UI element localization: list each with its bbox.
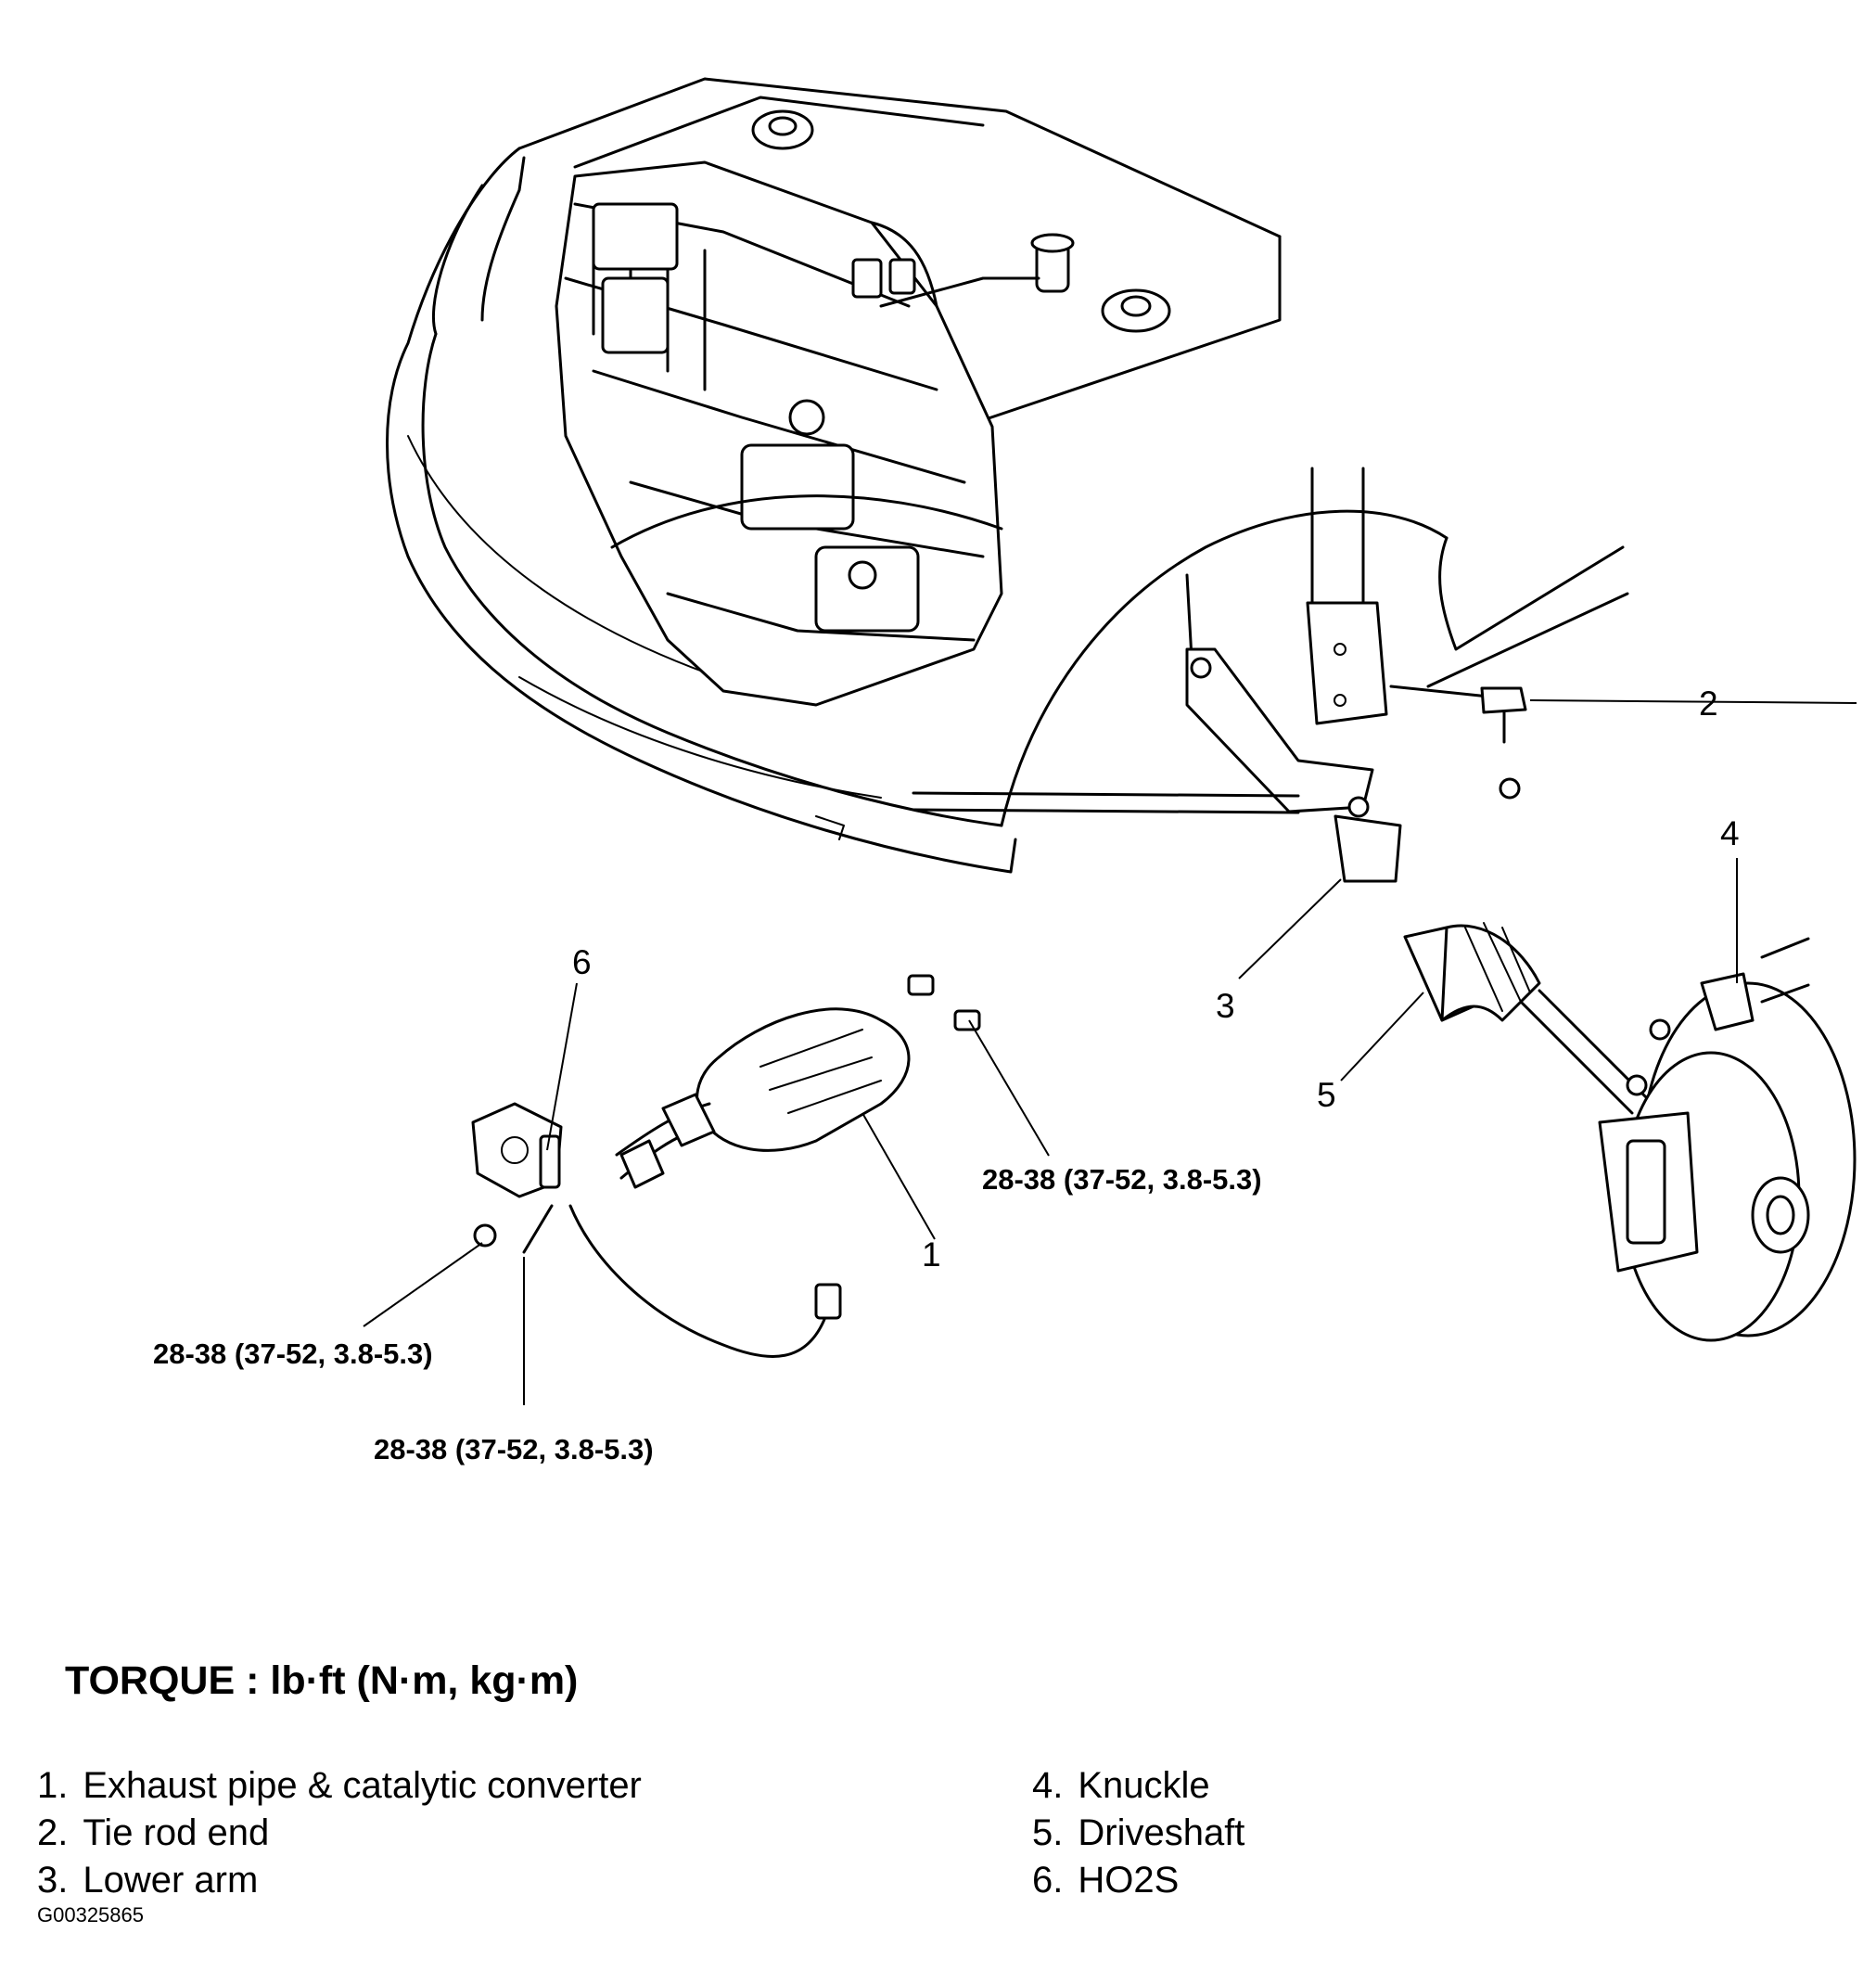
torque-units-heading: TORQUE : lb·ft (N·m, kg·m)	[65, 1658, 579, 1703]
legend-item: 6. HO2S	[1032, 1857, 1244, 1904]
torque-spec-converter-nuts: 28-38 (37-52, 3.8-5.3)	[982, 1163, 1262, 1196]
engine-illustration	[555, 160, 1040, 707]
leader-lines	[363, 699, 1857, 1405]
suspension-illustration	[912, 467, 1527, 883]
legend-label: Lower arm	[83, 1860, 259, 1901]
legend-item: 5. Driveshaft	[1032, 1810, 1244, 1857]
legend-item: 1. Exhaust pipe & catalytic converter	[37, 1762, 642, 1810]
legend-number: 4.	[1032, 1765, 1064, 1806]
legend-number: 1.	[37, 1765, 69, 1806]
legend-number: 6.	[1032, 1860, 1064, 1901]
knuckle-driveshaft-illustration	[1403, 922, 1857, 1342]
legend-item: 4. Knuckle	[1032, 1762, 1244, 1810]
legend-number: 3.	[37, 1860, 69, 1901]
figure-code: G00325865	[37, 1903, 144, 1926]
callout-5: 5	[1317, 1076, 1336, 1114]
legend-label: Tie rod end	[83, 1812, 270, 1853]
callout-4: 4	[1720, 814, 1740, 852]
callout-3: 3	[1216, 987, 1235, 1025]
legend-item: 2. Tie rod end	[37, 1810, 642, 1857]
exhaust-converter-illustration	[471, 974, 981, 1358]
parts-legend-right: 4. Knuckle 5. Driveshaft 6. HO2S	[1032, 1762, 1244, 1904]
torque-spec-flange-stud: 28-38 (37-52, 3.8-5.3)	[374, 1433, 654, 1466]
legend-label: Exhaust pipe & catalytic converter	[83, 1765, 642, 1806]
legend-label: HO2S	[1078, 1860, 1180, 1901]
callout-6: 6	[572, 943, 592, 981]
parts-legend-left: 1. Exhaust pipe & catalytic converter 2. T…	[37, 1762, 642, 1904]
legend-number: 5.	[1032, 1812, 1064, 1853]
legend-label: Knuckle	[1078, 1765, 1210, 1806]
callout-1: 1	[922, 1235, 941, 1274]
torque-spec-flange-nut: 28-38 (37-52, 3.8-5.3)	[153, 1338, 433, 1370]
legend-item: 3. Lower arm	[37, 1857, 642, 1904]
callout-2: 2	[1699, 685, 1718, 723]
legend-number: 2.	[37, 1812, 69, 1853]
legend-label: Driveshaft	[1078, 1812, 1245, 1853]
